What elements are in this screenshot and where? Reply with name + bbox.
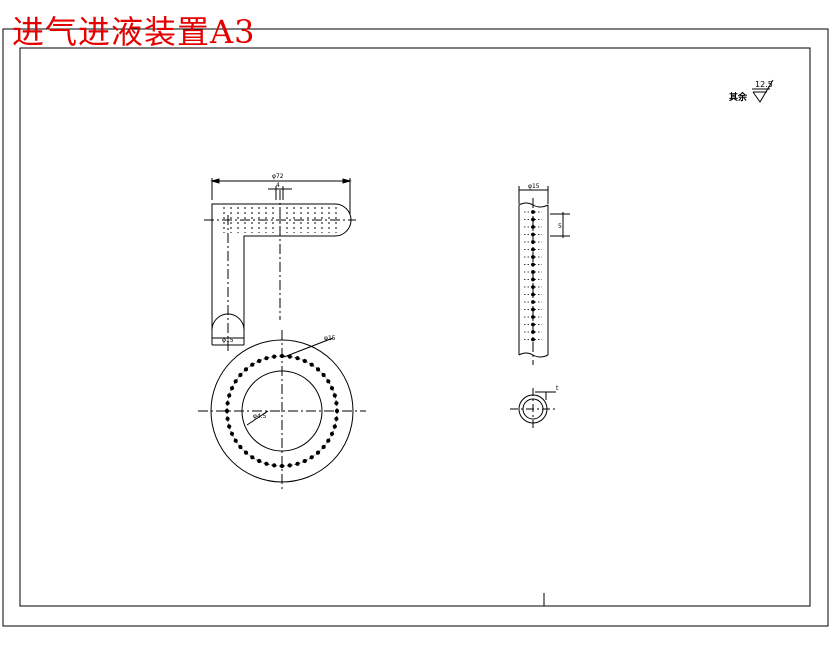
ring-hole-mark	[286, 355, 293, 358]
top-hole-ticks	[223, 207, 337, 233]
ring-hole-mark	[271, 355, 278, 358]
drawing-title: 进气进液装置A3	[12, 13, 256, 51]
ring-hole-mark	[315, 450, 321, 455]
ring-hole-mark	[233, 378, 238, 385]
ring-hole-mark	[286, 464, 293, 467]
side-hole	[531, 247, 535, 252]
dim-ring-hole-dia: φ15	[324, 335, 336, 342]
dim-side-pitch: 5	[558, 223, 562, 230]
ring-hole-mark	[315, 367, 321, 372]
dim-hole-pitch: 4	[276, 182, 280, 189]
ring-hole-mark	[321, 372, 326, 378]
side-hole	[531, 322, 535, 327]
ring-hole-mark	[233, 437, 238, 444]
side-hole	[531, 277, 535, 282]
ring-hole-mark	[263, 357, 270, 360]
side-hole	[531, 217, 535, 222]
ring-hole-mark	[249, 455, 256, 460]
inner-border	[19, 47, 811, 607]
side-hole	[531, 300, 535, 304]
ring-hole-mark	[294, 357, 301, 360]
side-hole	[531, 255, 535, 259]
l-pipe-view	[204, 178, 356, 352]
ring-hole-mark	[294, 462, 301, 465]
side-hole	[531, 330, 535, 334]
dim-pipe-dia: φ15	[222, 337, 234, 344]
ring-hole-mark	[228, 392, 231, 399]
side-hole	[531, 240, 535, 244]
ring-hole-mark	[326, 378, 331, 385]
ring-hole-mark	[326, 437, 331, 444]
ring-hole-pattern	[224, 353, 340, 469]
ring-hole-mark	[330, 385, 334, 392]
ring-hole-mark	[230, 385, 234, 392]
ring-hole-mark	[263, 462, 270, 465]
ring-hole-mark	[243, 450, 249, 455]
ring-hole-mark	[256, 359, 263, 363]
ring-hole-mark	[335, 415, 338, 422]
ring-hole-mark	[230, 430, 234, 437]
side-hole	[531, 232, 535, 237]
roughness-label: 其余	[729, 91, 748, 103]
ring-view	[198, 330, 366, 492]
side-hole	[531, 337, 535, 342]
side-hole	[531, 270, 535, 274]
roughness-symbol	[752, 79, 774, 103]
dim-top-width: φ72	[272, 173, 284, 180]
outer-border	[2, 28, 829, 627]
dim-ring-inner-hole: φ4.5	[253, 413, 267, 420]
ring-hole-mark	[308, 362, 315, 367]
side-hole	[531, 225, 535, 229]
ring-hole-mark	[333, 423, 336, 430]
dim-small-t: t	[556, 385, 559, 392]
side-hole-pattern	[524, 210, 542, 342]
ring-hole-mark	[238, 444, 243, 450]
ring-hole-mark	[333, 392, 336, 399]
ring-hole-mark	[226, 400, 229, 407]
ring-hole-mark	[256, 459, 263, 463]
dim-side-width: φ15	[528, 183, 540, 190]
ring-hole-mark	[226, 415, 229, 422]
ring-hole-mark	[301, 359, 308, 363]
ring-hole-mark	[249, 362, 256, 367]
roughness-value: 12.5	[755, 80, 773, 89]
ring-hole-mark	[321, 444, 326, 450]
ring-hole-mark	[238, 372, 243, 378]
ring-hole-mark	[301, 459, 308, 463]
side-hole	[531, 210, 535, 214]
side-hole	[531, 307, 535, 312]
ring-hole-mark	[330, 430, 334, 437]
side-hole	[531, 262, 535, 267]
ring-hole-mark	[308, 455, 315, 460]
side-pipe-view	[510, 186, 570, 430]
side-hole	[531, 315, 535, 319]
side-hole	[531, 292, 535, 297]
ring-hole-mark	[271, 464, 278, 467]
side-hole	[531, 285, 535, 289]
ring-hole-mark	[335, 400, 338, 407]
ring-hole-mark	[228, 423, 231, 430]
ring-hole-mark	[243, 367, 249, 372]
